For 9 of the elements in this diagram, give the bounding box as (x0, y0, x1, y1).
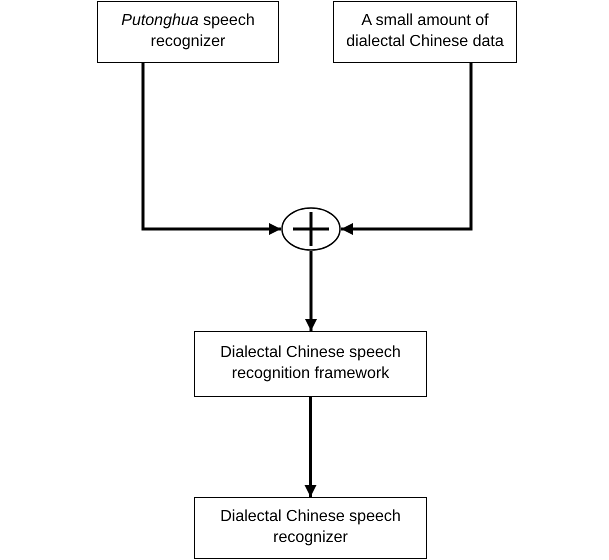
process-box: Dialectal Chinese speech recognition framework (194, 331, 427, 397)
process-box: A small amount of dialectal Chinese data (333, 1, 517, 63)
process-box: Putonghua speech recognizer (97, 1, 279, 63)
arrow (304, 397, 316, 497)
arrow (305, 251, 317, 331)
process-box: Dialectal Chinese speech recognizer (194, 497, 427, 559)
summation-circle (281, 207, 341, 251)
arrow (142, 63, 281, 235)
arrow (341, 63, 472, 235)
